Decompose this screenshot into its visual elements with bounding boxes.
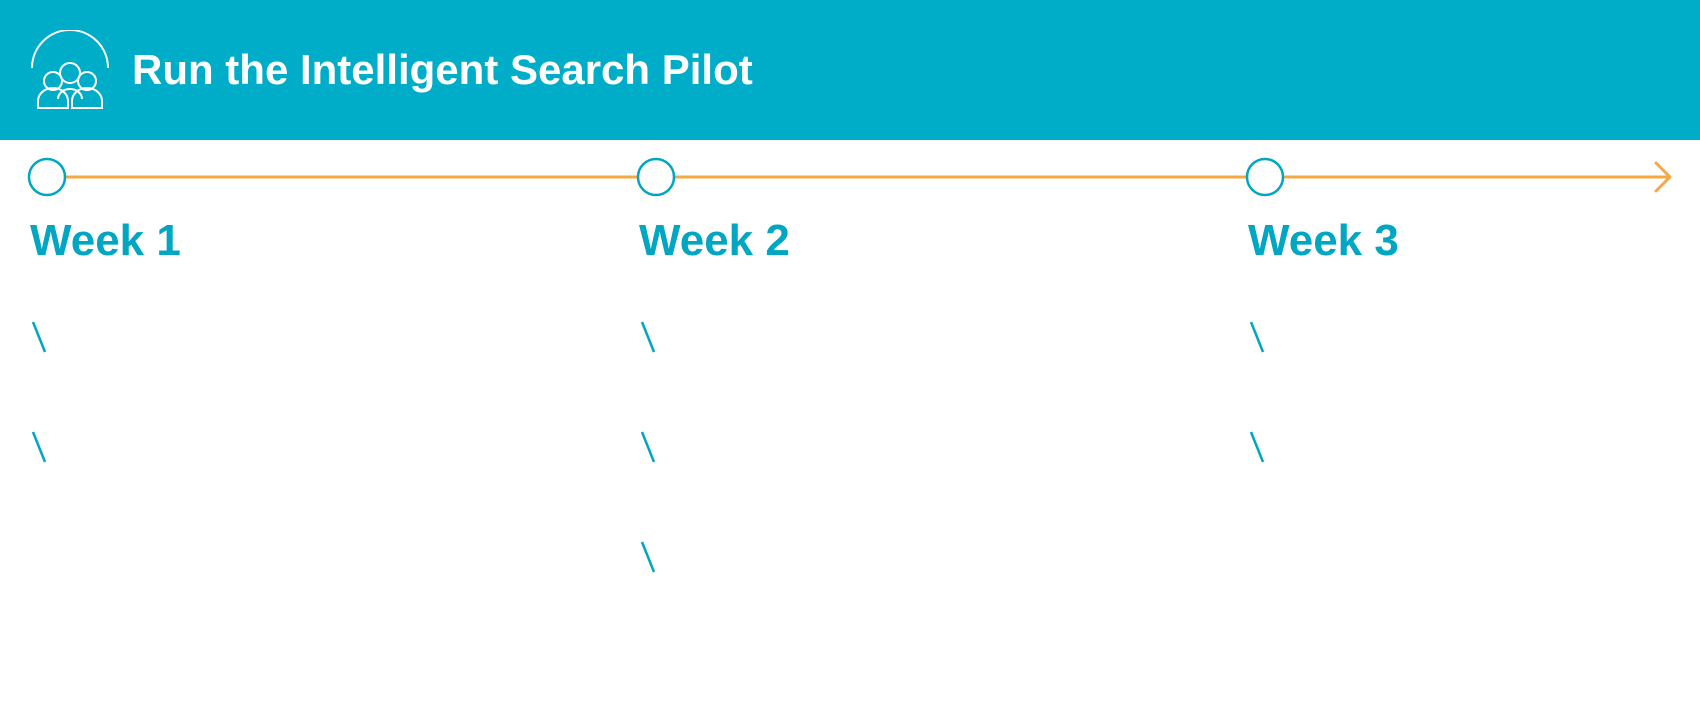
week-2-title: Week 2 — [639, 216, 790, 265]
page-title: Run the Intelligent Search Pilot — [132, 46, 753, 93]
week-1-item-marker — [31, 431, 47, 463]
week-1-item-marker — [31, 321, 47, 353]
week-2-item-marker — [640, 431, 656, 463]
week-2-item-marker — [640, 541, 656, 573]
team-group-icon — [31, 30, 109, 109]
week-1-title: Week 1 — [30, 216, 181, 265]
week-3-milestone — [1245, 157, 1285, 197]
week-2-item-marker — [640, 321, 656, 353]
week-3-item-marker — [1249, 431, 1265, 463]
header-banner: Run the Intelligent Search Pilot — [0, 0, 1700, 140]
timeline — [27, 157, 1672, 197]
week-3-title: Week 3 — [1248, 216, 1399, 265]
week-1-milestone — [27, 157, 67, 197]
week-2-milestone — [636, 157, 676, 197]
arrow-right-icon — [1654, 161, 1672, 193]
week-3-item-marker — [1249, 321, 1265, 353]
